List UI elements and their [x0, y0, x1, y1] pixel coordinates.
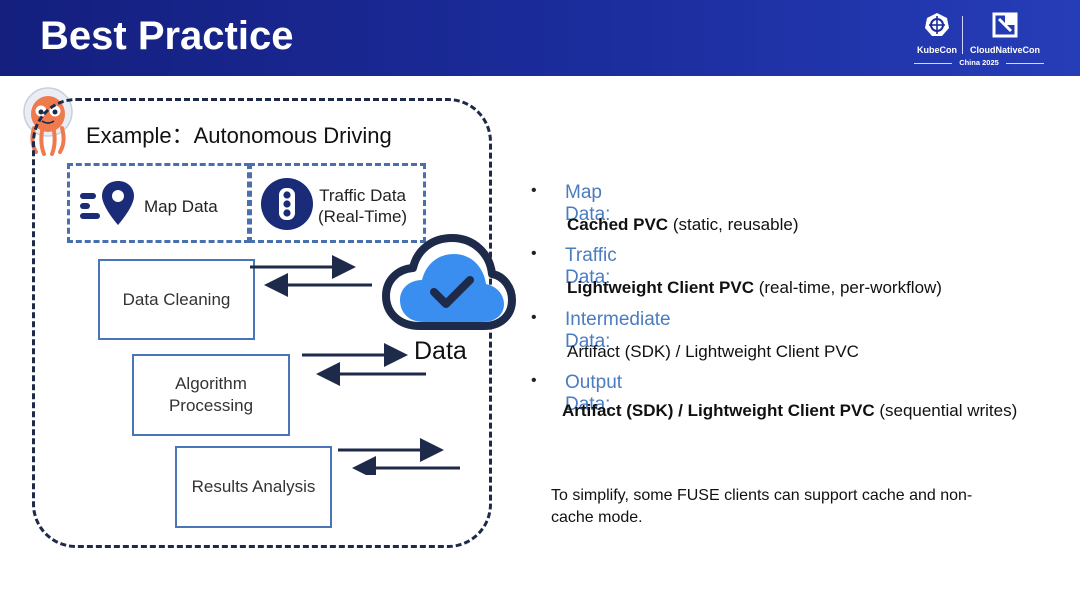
kubecon-logo: KubeCon — [914, 12, 960, 55]
bullet-description-rest: (real-time, per-workflow) — [754, 278, 942, 297]
bullet-heading: Intermediate Data: — [565, 309, 671, 352]
logo-separator — [962, 16, 963, 54]
map-data-label: Map Data — [144, 197, 218, 216]
bullet-description-bold: Artifact (SDK) / Lightweight Client PVC — [562, 401, 875, 420]
slide-header: Best Practice KubeCon CloudNativeCon Chi… — [0, 0, 1080, 76]
kubecon-text: KubeCon — [917, 45, 957, 55]
map-pin-icon — [80, 181, 134, 225]
logo-year: China 2025 — [959, 58, 999, 67]
logo-rule-right — [1006, 63, 1044, 64]
algorithm-processing-line2: Processing — [168, 396, 254, 415]
data-cleaning-label: Data Cleaning — [122, 289, 231, 309]
map-data-box: Map Data — [67, 163, 250, 243]
slide-title: Best Practice — [40, 14, 294, 58]
bullet-marker: • — [531, 309, 537, 326]
bullet-description: Artifact (SDK) / Lightweight Client PVC — [567, 342, 859, 362]
bullet-heading: Output Data: — [565, 372, 623, 415]
data-storage-label: Data — [414, 337, 467, 365]
bullet-description-rest: (static, reusable) — [668, 215, 799, 234]
cncf-square-icon — [992, 12, 1018, 38]
cloudnativecon-text: CloudNativeCon — [969, 45, 1040, 55]
results-analysis-label: Results Analysis — [191, 477, 316, 496]
helm-wheel-icon — [925, 13, 949, 36]
bullet-description-rest: Artifact (SDK) / Lightweight Client PVC — [567, 342, 859, 361]
results-analysis-box: Results Analysis — [175, 446, 332, 528]
algorithm-processing-box: Algorithm Processing — [132, 354, 290, 436]
cloudnativecon-logo: CloudNativeCon — [966, 12, 1044, 55]
traffic-data-label: Traffic Data (Real-Time) — [318, 185, 407, 227]
bullet-description-bold: Lightweight Client PVC — [567, 278, 754, 297]
data-flow-arrows — [250, 255, 460, 475]
algorithm-processing-line1: Algorithm — [175, 374, 247, 393]
bullet-heading: Traffic Data: — [565, 245, 617, 288]
logo-rule-left — [914, 63, 952, 64]
bullet-marker: • — [531, 372, 537, 389]
bullet-marker: • — [531, 182, 537, 199]
bullet-marker: • — [531, 245, 537, 262]
traffic-data-label-line2: (Real-Time) — [318, 207, 408, 226]
traffic-light-icon — [261, 178, 313, 230]
conference-logo: KubeCon CloudNativeCon China 2025 — [914, 12, 1044, 68]
bullet-heading: Map Data: — [565, 182, 611, 225]
example-title: Example：Autonomous Driving — [86, 123, 392, 148]
cloud-check-icon — [382, 234, 516, 330]
data-cleaning-box: Data Cleaning — [98, 259, 255, 340]
footnote-text: To simplify, some FUSE clients can suppo… — [551, 487, 973, 526]
bullet-description: Cached PVC (static, reusable) — [567, 215, 798, 235]
bullet-description-rest: (sequential writes) — [874, 401, 1018, 420]
traffic-data-box: Traffic Data (Real-Time) — [249, 163, 426, 243]
bullet-description: Lightweight Client PVC (real-time, per-w… — [567, 278, 942, 298]
bullet-description: Artifact (SDK) / Lightweight Client PVC … — [562, 401, 1017, 421]
traffic-data-label-line1: Traffic Data — [319, 186, 406, 205]
bullet-description-bold: Cached PVC — [567, 215, 669, 234]
algorithm-processing-label: Algorithm Processing — [169, 373, 253, 417]
